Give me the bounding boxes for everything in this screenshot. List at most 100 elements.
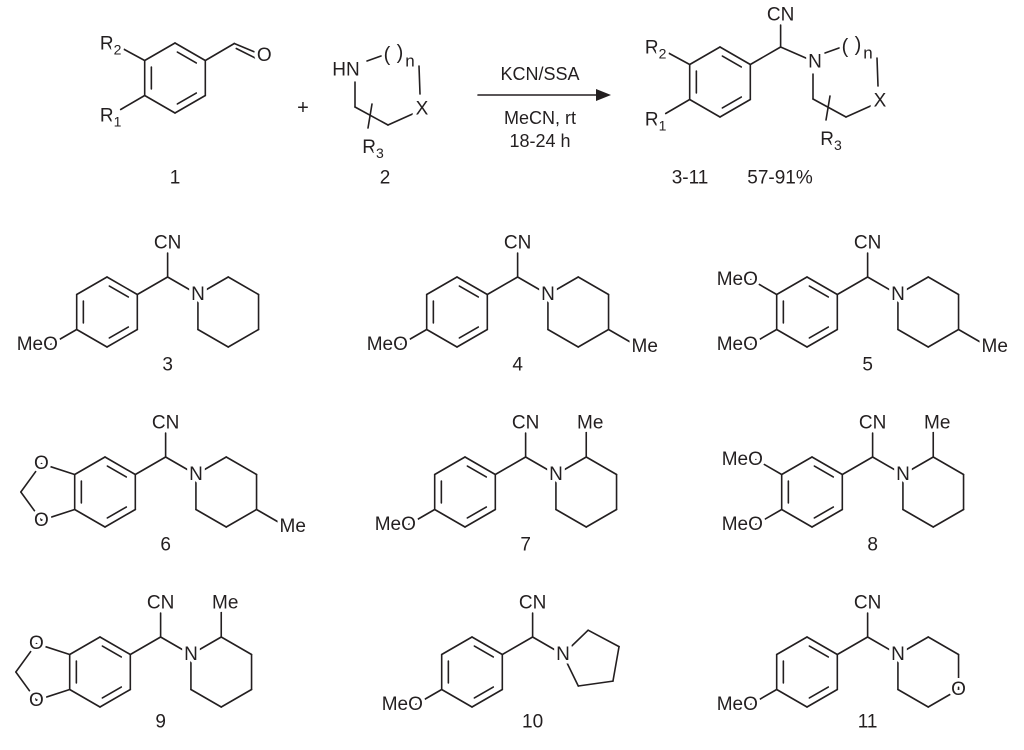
benzene-bond: [425, 328, 458, 348]
benzene-bond: [440, 688, 473, 708]
piperidine-bond: [227, 328, 260, 348]
dioxole-oxygen: O: [29, 690, 44, 711]
aromatic-inner-bond: [721, 55, 743, 68]
benzene-bond: [719, 98, 752, 118]
morpholine-bond: [897, 636, 930, 656]
compound-label-10: 10: [522, 712, 543, 733]
methoxy-bond: [408, 508, 436, 526]
r3-bond: [367, 103, 373, 129]
r1-bond: [119, 94, 146, 111]
benzene-bond: [775, 276, 808, 296]
ring-bond: [845, 103, 876, 118]
aromatic-inner-bond: [721, 96, 743, 109]
methyl-bond: [255, 508, 284, 526]
piperidine-bond: [932, 508, 965, 528]
amine-nitrogen: N: [541, 284, 555, 305]
benzene-bond: [775, 688, 808, 708]
piperidine-bond: [190, 688, 223, 708]
c-n-bond: [164, 456, 197, 476]
aromatic-inner-bond: [473, 686, 495, 699]
benzene-bond: [471, 636, 504, 656]
benzylic-bond: [841, 456, 874, 476]
c-n-bond: [516, 276, 549, 296]
methoxy-group: MeO: [722, 449, 763, 470]
benzylic-bond: [494, 456, 527, 476]
cyano-group: CN: [854, 593, 881, 614]
dioxole-oxygen: O: [34, 453, 49, 474]
piperidine-bond: [902, 508, 935, 528]
compound-label-2: 2: [380, 168, 391, 189]
c-n-bond: [871, 456, 904, 476]
amine-nitrogen: N: [891, 284, 905, 305]
methoxy-bond: [750, 278, 778, 296]
benzene-bond: [456, 276, 489, 296]
product-r3-substituent: R3: [820, 129, 842, 154]
piperidine-bond: [585, 456, 618, 476]
c-n-bond: [524, 456, 557, 476]
pyrrolidine-bond: [577, 680, 614, 687]
amine-nitrogen: N: [184, 644, 198, 665]
benzene-bond: [806, 276, 839, 296]
piperidine-bond: [227, 276, 260, 296]
benzylic-bond: [749, 46, 782, 66]
product-cyano: CN: [767, 5, 794, 26]
methoxy-group: MeO: [722, 514, 763, 535]
cyano-group: CN: [519, 593, 546, 614]
amine-nitrogen: N: [191, 284, 205, 305]
aromatic-inner-bond: [813, 506, 835, 519]
benzene-bond: [143, 42, 176, 62]
dioxole-bond: [35, 688, 71, 702]
benzylic-bond: [836, 276, 869, 296]
methyl-group: Me: [632, 336, 658, 357]
r2-bond: [664, 50, 691, 66]
benzene-bond: [104, 508, 137, 528]
methoxy-group: MeO: [367, 334, 408, 355]
piperidine-bond: [197, 328, 230, 348]
benzylic-bond: [136, 276, 169, 296]
methyl-bond: [607, 328, 636, 346]
ring-bond: [387, 111, 418, 126]
morpholine-bond: [927, 636, 960, 656]
methyl-group: Me: [212, 593, 238, 614]
benzene-bond: [68, 636, 101, 656]
benzene-bond: [73, 456, 106, 476]
aromatic-inner-bond: [101, 645, 123, 658]
methyl-group: Me: [982, 336, 1008, 357]
piperidine-bond: [927, 328, 960, 348]
product-amine-n: N: [808, 52, 822, 73]
benzene-bond: [811, 456, 844, 476]
product-r2-substituent: R2: [645, 37, 667, 62]
benzene-bond: [99, 636, 132, 656]
morpholine-bond: [927, 688, 960, 708]
benzylic-bond: [134, 456, 167, 476]
aromatic-inner-bond: [101, 686, 123, 699]
amine-nitrogen: N: [549, 464, 563, 485]
product-open-paren: (: [842, 36, 849, 58]
benzene-bond: [440, 636, 473, 656]
aromatic-inner-bond: [808, 285, 830, 298]
carbonyl-double-bond: [235, 47, 260, 61]
reaction-condition: 18-24 h: [509, 131, 570, 151]
benzene-bond: [456, 328, 489, 348]
aromatic-inner-bond: [458, 285, 480, 298]
r2-substituent: R2: [100, 33, 122, 58]
dioxole-bond: [20, 462, 43, 493]
ring-bond: [418, 65, 421, 95]
compound-label-1: 1: [170, 168, 181, 189]
piperidine-bond: [902, 456, 935, 476]
aldehyde-bond: [204, 42, 236, 62]
bonds-layer: [15, 24, 986, 708]
methoxy-group: MeO: [717, 334, 758, 355]
product-r1-substituent: R1: [645, 109, 667, 134]
reaction-condition: KCN/SSA: [500, 64, 579, 84]
dioxole-oxygen: O: [29, 633, 44, 654]
compound-label-6: 6: [160, 535, 171, 556]
piperidine-bond: [195, 456, 228, 476]
methoxy-group: MeO: [717, 694, 758, 715]
aromatic-inner-bond: [466, 465, 488, 478]
product-close-paren: ): [855, 34, 862, 56]
cyano-group: CN: [854, 233, 881, 254]
benzene-bond: [433, 456, 466, 476]
